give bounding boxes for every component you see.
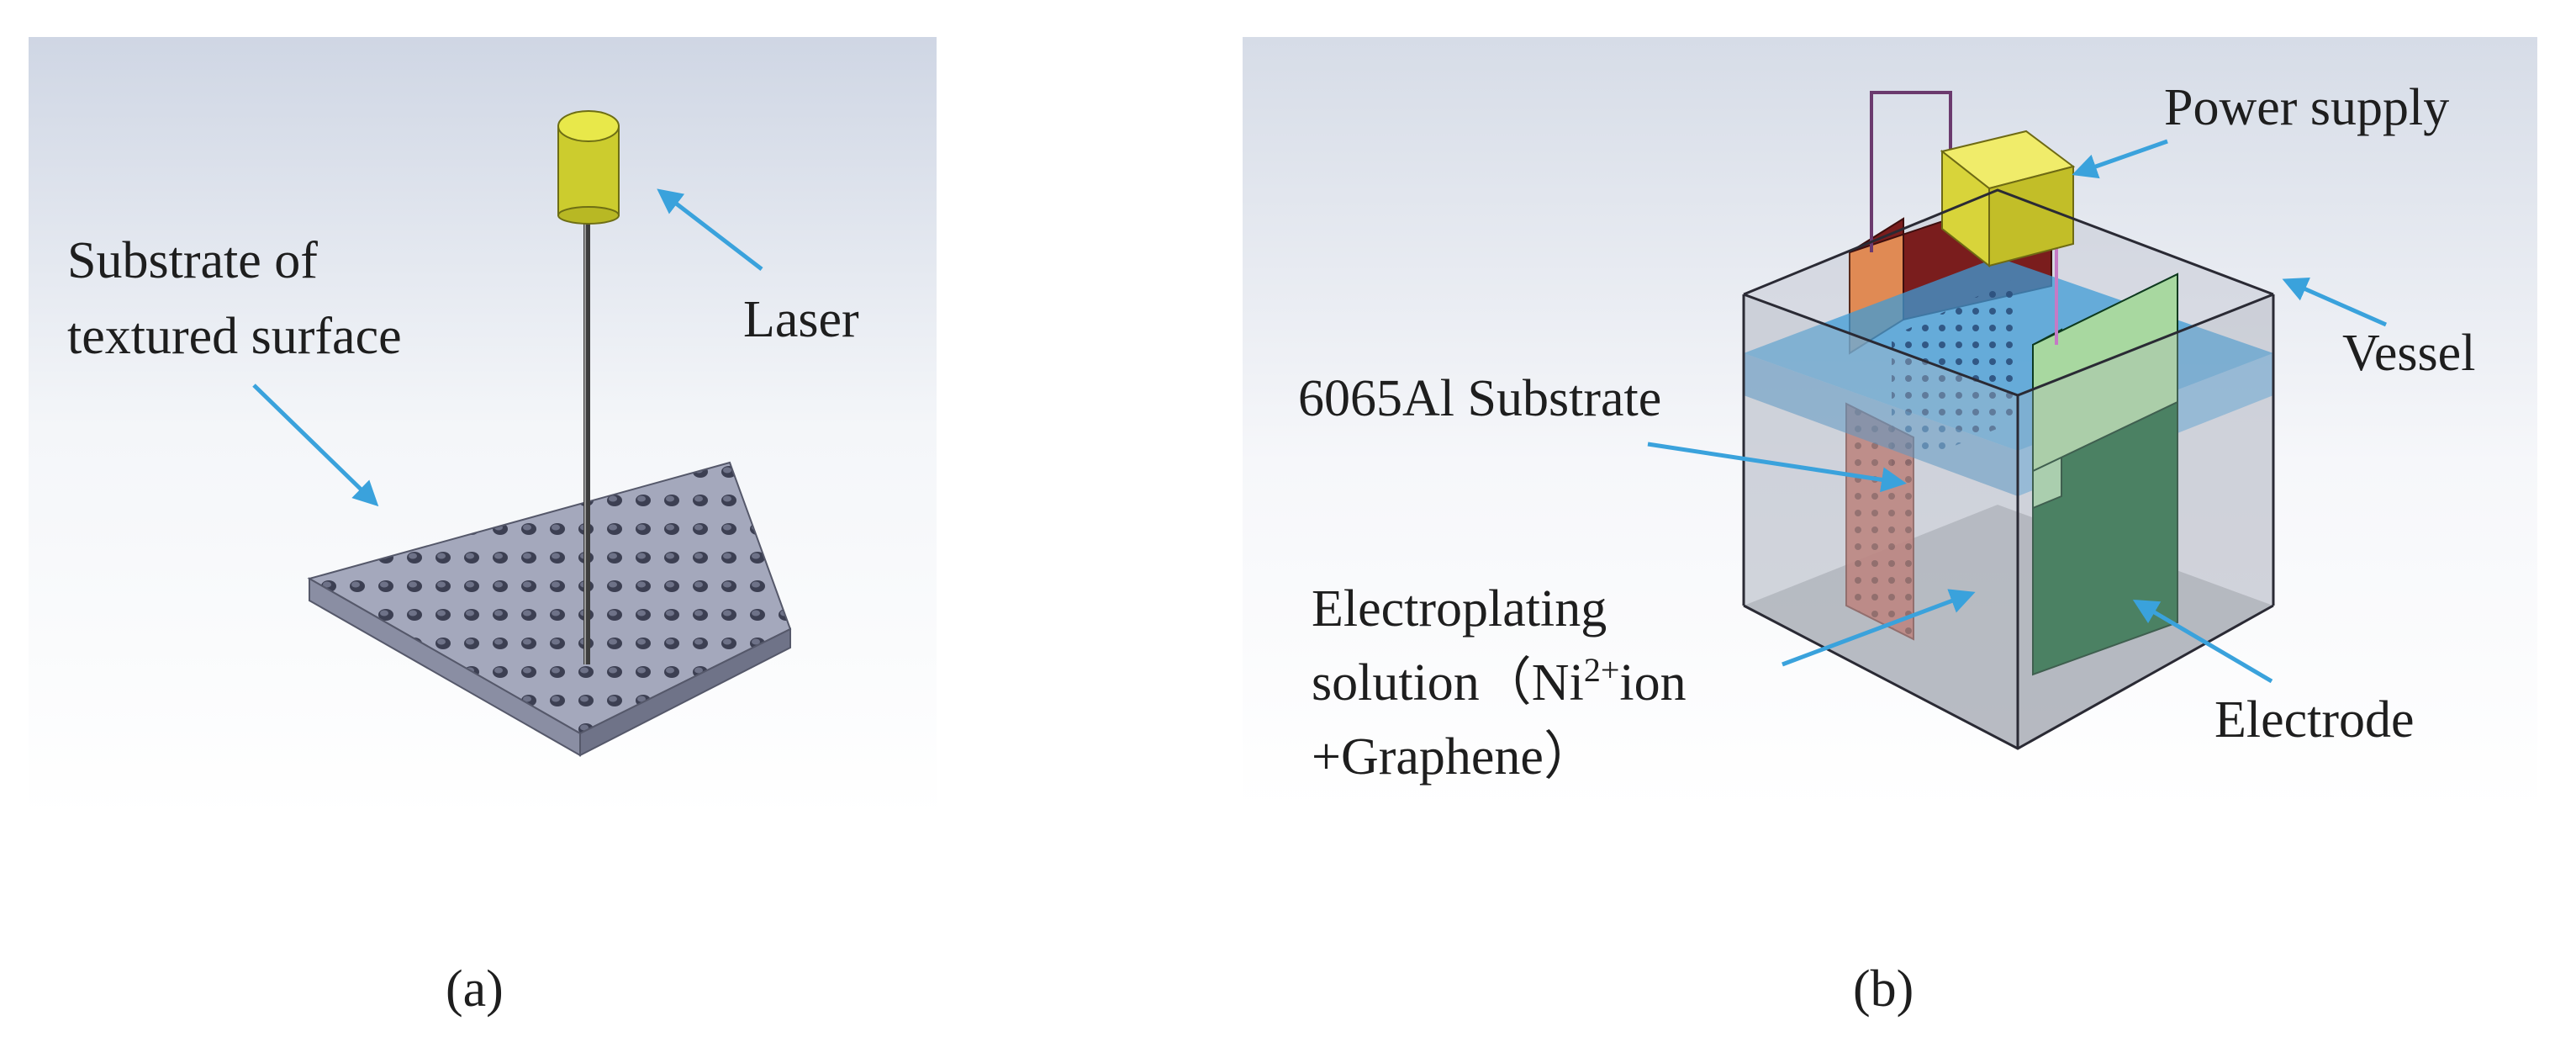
arrow-electrode — [2132, 599, 2273, 684]
label-solution-line1: Electroplating — [1312, 580, 1607, 638]
label-substrate-b: 6065Al Substrate — [1298, 370, 1661, 427]
wire-left — [1870, 91, 1952, 252]
label-vessel: Vessel — [2342, 325, 2475, 382]
solution-text-post: ion — [1619, 654, 1686, 712]
arrow-power-supply — [2072, 139, 2168, 179]
panel-a: Substrate of textured surface Laser — [29, 37, 937, 819]
caption-b: (b) — [1853, 960, 1914, 1018]
label-solution-line3: +Graphene） — [1312, 728, 1596, 786]
caption-a: (a) — [446, 960, 504, 1018]
laser-head — [557, 110, 620, 225]
label-electrode: Electrode — [2214, 691, 2415, 749]
arrow-solution — [1782, 589, 1976, 667]
panel-b: Power supply Vessel 6065Al Substrate Ele… — [1243, 37, 2537, 811]
label-laser: Laser — [743, 291, 859, 348]
label-solution-line2: solution（Ni2+ion — [1312, 651, 1687, 712]
power-supply-box — [1940, 130, 2076, 268]
textured-substrate-plate — [307, 461, 792, 757]
label-substrate-line1: Substrate of — [67, 232, 318, 289]
solution-text-pre: solution（Ni — [1312, 654, 1584, 712]
arrow-laser — [657, 188, 763, 271]
panel-a-background — [29, 37, 937, 819]
label-power-supply: Power supply — [2164, 79, 2449, 136]
arrow-substrate-b — [1647, 442, 1907, 493]
arrow-vessel — [2282, 277, 2388, 327]
arrow-substrate — [252, 384, 379, 507]
label-substrate-line2: textured surface — [67, 308, 402, 365]
solution-superscript: 2+ — [1584, 651, 1620, 689]
